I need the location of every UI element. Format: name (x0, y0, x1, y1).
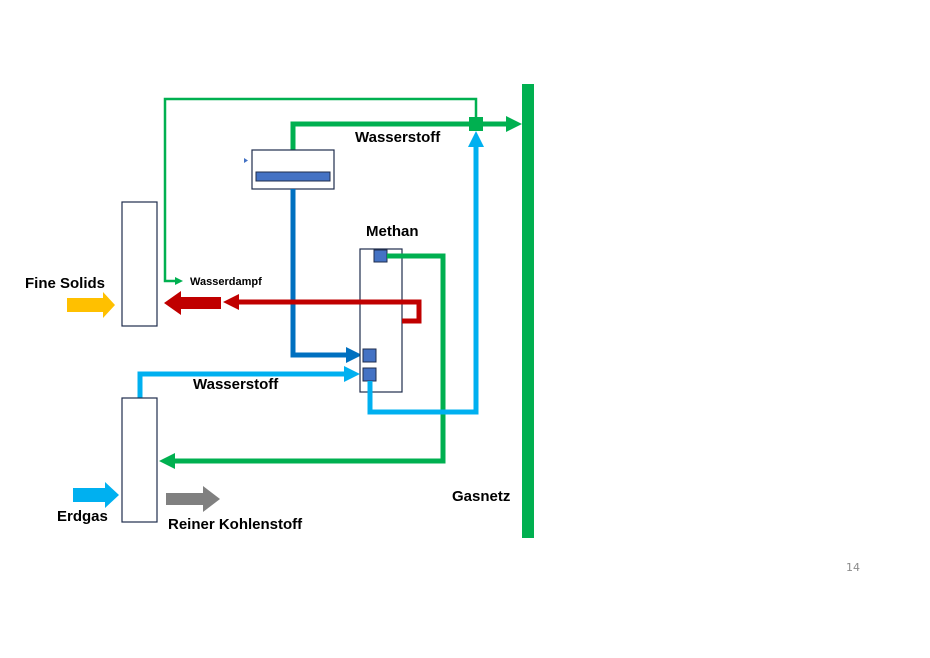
steam-line (237, 299, 422, 324)
fine-solids-reactor (121, 201, 158, 327)
methane-feed-arrowhead (346, 347, 362, 363)
hydrogen-junction (469, 117, 483, 131)
thin-green-arrowhead (175, 277, 183, 285)
methane-return-arrowhead (159, 453, 175, 469)
natural-gas-input-arrow (73, 482, 119, 508)
separator-unit (251, 149, 335, 190)
reactor-port-bottom (362, 367, 377, 382)
thin-green-recycle-line (163, 97, 478, 283)
hydrogen-bottom-arrowhead (344, 366, 360, 382)
pyrolysis-reactor (121, 397, 158, 523)
steam-big-arrow (164, 291, 221, 315)
label-erdgas: Erdgas (57, 508, 108, 525)
label-methan: Methan (366, 223, 419, 240)
methanation-output-line (367, 146, 479, 415)
small-pointer-icon (244, 158, 248, 163)
separator-inner-bar (255, 171, 331, 182)
page-number: 14 (846, 561, 860, 574)
fine-solids-input-arrow (67, 292, 115, 318)
label-gasnetz: Gasnetz (452, 488, 510, 505)
label-fine-solids: Fine Solids (25, 275, 105, 292)
reactor-port-top (373, 249, 388, 263)
carbon-output-arrow (166, 486, 220, 512)
methane-feed-line (290, 189, 348, 358)
methane-return-line (174, 253, 446, 464)
hydrogen-line-top (290, 121, 508, 150)
steam-line-arrowhead (223, 294, 239, 310)
reactor-port-mid (362, 348, 377, 363)
label-wasserstoff-top: Wasserstoff (355, 129, 441, 146)
label-reiner-kohlenstoff: Reiner Kohlenstoff (168, 516, 303, 533)
hydrogen-arrowhead-to-grid (506, 116, 522, 132)
label-wasserstoff-bottom: Wasserstoff (193, 376, 279, 393)
gas-grid-bar (522, 84, 534, 538)
output-up-arrowhead (468, 131, 484, 147)
label-wasserdampf: Wasserdampf (190, 276, 262, 288)
hydrogen-line-bottom (137, 371, 346, 398)
